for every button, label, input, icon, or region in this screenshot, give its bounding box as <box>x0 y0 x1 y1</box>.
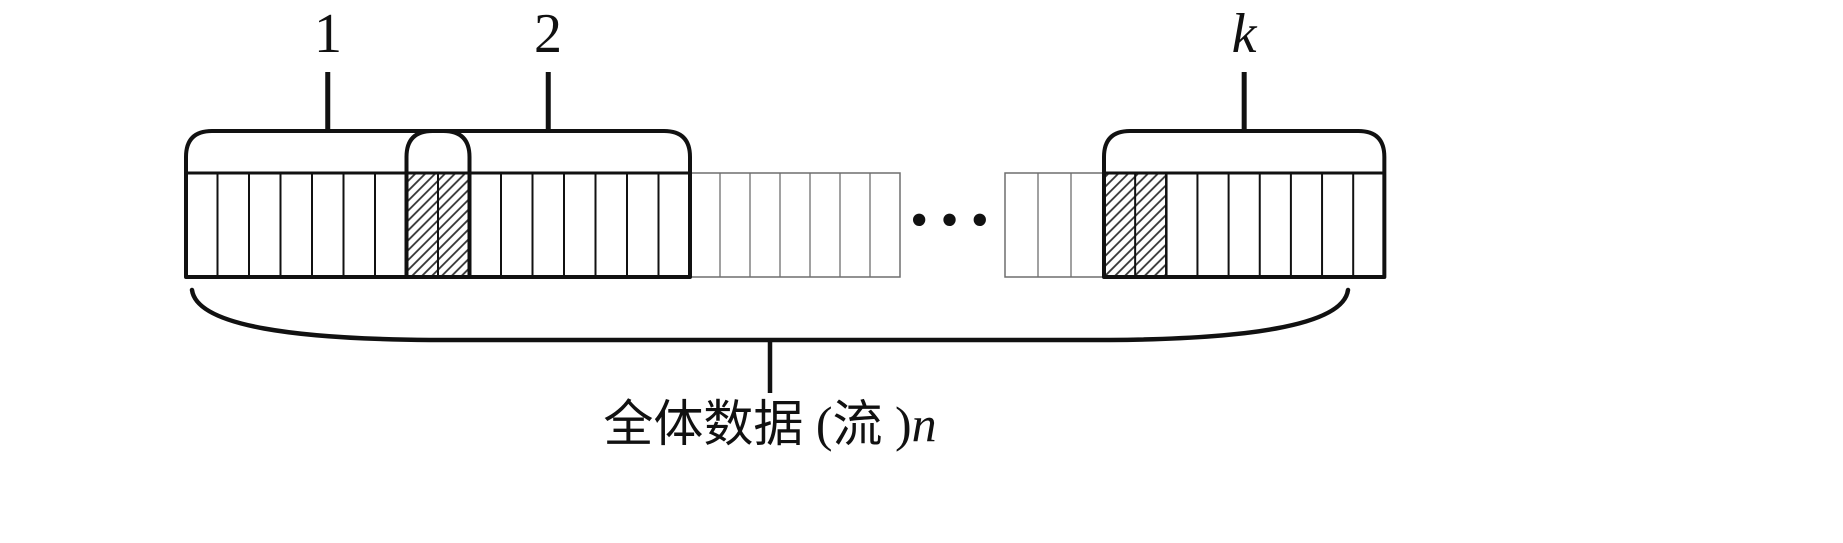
strip-background <box>1004 172 1105 278</box>
cell-strip <box>186 173 690 277</box>
window-label-2: 2 <box>534 3 562 65</box>
caption-text: 全体数据 (流 ) <box>603 396 912 452</box>
window-label-1: 1 <box>314 3 342 65</box>
hatched-cell <box>438 173 470 277</box>
hatched-cell <box>1104 173 1136 277</box>
cell-strip <box>1004 172 1105 278</box>
window-outline <box>404 129 692 279</box>
ellipsis-dots: ··· <box>906 178 998 262</box>
hatched-cell <box>406 173 438 277</box>
figure-caption: 全体数据 (流 )n <box>603 394 936 454</box>
caption-variable: n <box>911 396 937 452</box>
cell-strip <box>689 172 901 278</box>
hatched-cell <box>1135 173 1167 277</box>
window-label-k: k <box>1231 3 1257 65</box>
cell-strip <box>1104 173 1385 277</box>
window-outline <box>1102 129 1387 279</box>
brace-curve <box>189 287 1351 343</box>
strip-background <box>689 172 901 278</box>
